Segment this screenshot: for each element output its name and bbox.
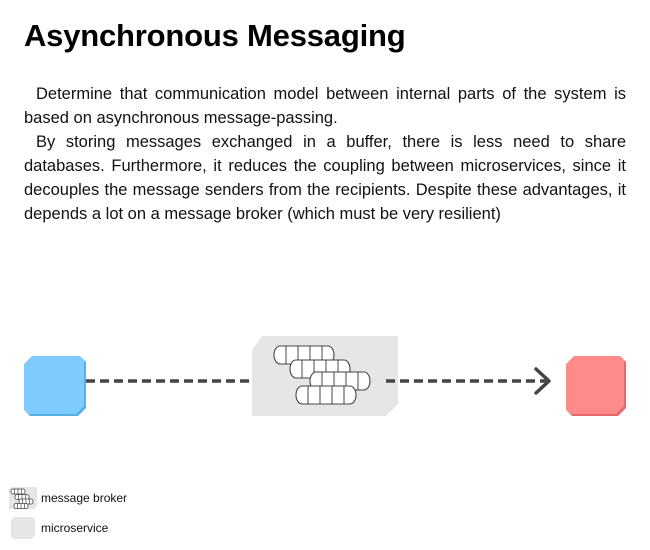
- legend-item-message-broker: message broker: [8, 486, 127, 510]
- legend-label-microservice: microservice: [41, 521, 109, 535]
- microservice-icon: [11, 517, 35, 539]
- sender-body: [24, 356, 84, 414]
- messaging-diagram: [24, 336, 626, 416]
- page-title: Asynchronous Messaging: [24, 18, 406, 53]
- broker-queue-4: [295, 385, 357, 405]
- receiver-body: [566, 356, 624, 414]
- arrow-head-out-icon: [534, 367, 551, 395]
- legend-label-message-broker: message broker: [41, 491, 128, 505]
- description-paragraph-2: By storing messages exchanged in a buffe…: [24, 133, 626, 223]
- receiver-microservice: [566, 356, 626, 416]
- description: Determine that communication model betwe…: [24, 82, 626, 226]
- legend-item-microservice: microservice: [8, 516, 108, 540]
- message-broker: [252, 336, 398, 416]
- message-broker-icon: [9, 487, 37, 509]
- sender-microservice: [24, 356, 86, 416]
- description-paragraph-1: Determine that communication model betwe…: [24, 85, 626, 127]
